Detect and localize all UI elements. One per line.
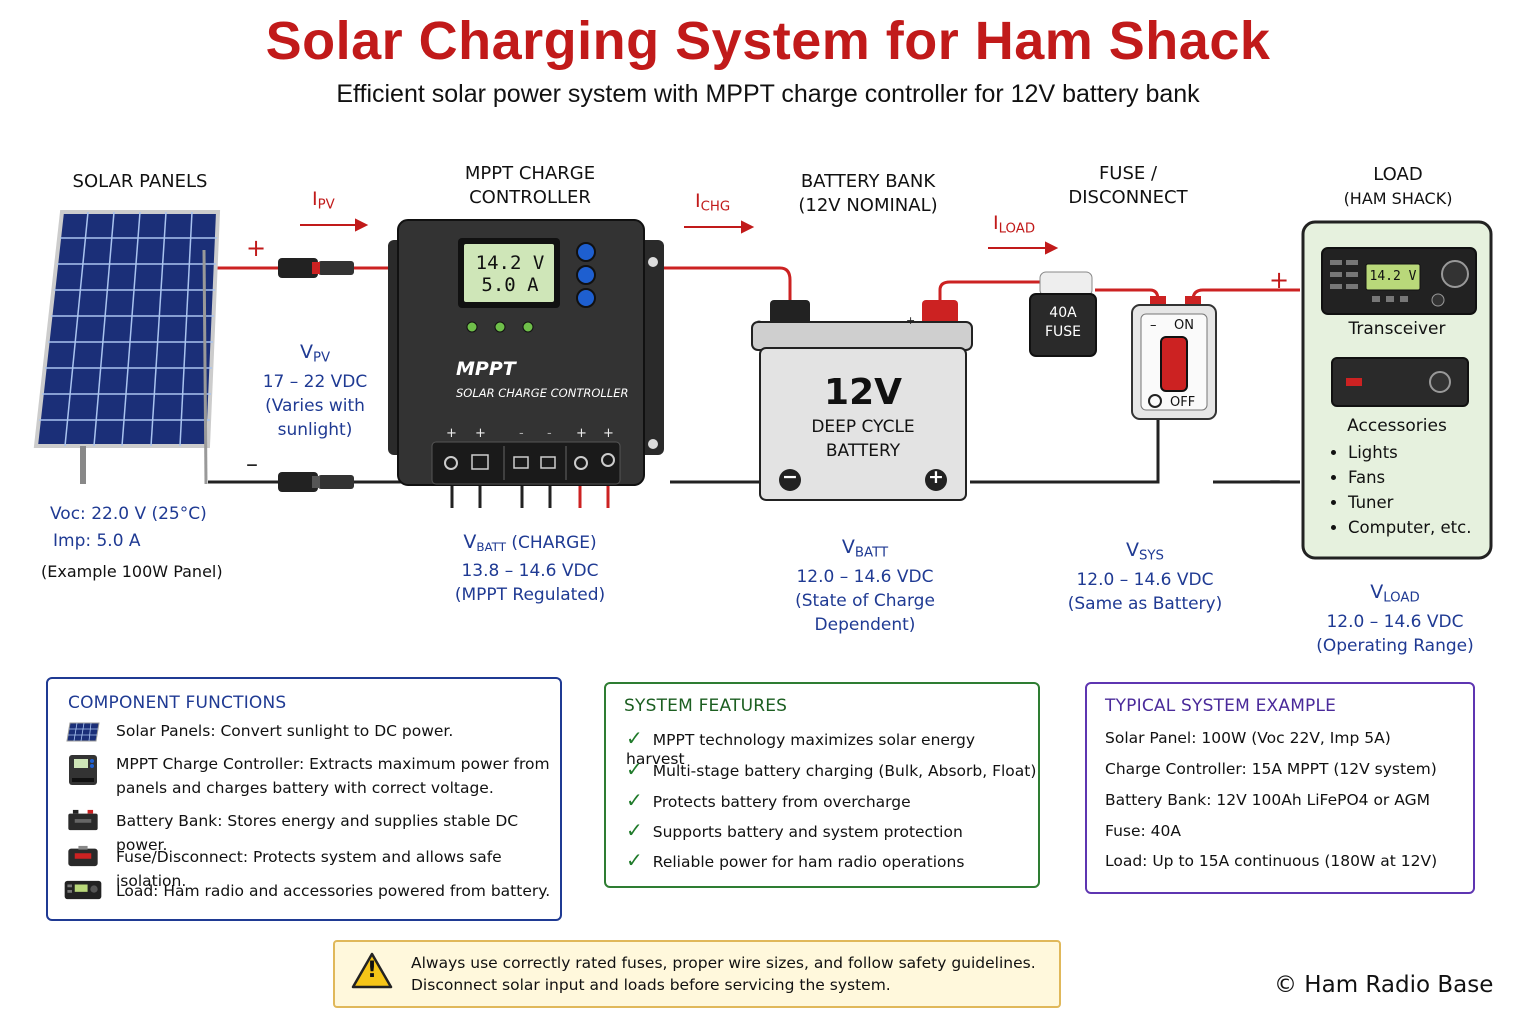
battery-bank-header: BATTERY BANK(12V NOMINAL) [798, 171, 938, 216]
page-subtitle: Efficient solar power system with MPPT c… [336, 80, 1200, 108]
copyright: © Ham Radio Base [1274, 972, 1494, 998]
solar-panels-header: SOLAR PANELS [72, 171, 208, 192]
list-item: ✓MPPT technology maximizes solar energy … [626, 726, 976, 768]
panel-plus-mark: + [246, 234, 267, 262]
page-title: Solar Charging System for Ham Shack [265, 11, 1271, 71]
battery-voltage: 12V [824, 372, 902, 413]
terminal-mark-4: - [547, 426, 552, 441]
battery-top-pos: + [906, 314, 916, 327]
mc4-connector-top [278, 258, 354, 278]
solar-panel-graphic [33, 210, 221, 485]
check-icon: ✓ [626, 726, 643, 750]
transceiver-display: 14.2 V [1369, 269, 1417, 284]
list-item: Load: Ham radio and accessories powered … [64, 879, 550, 903]
list-item: Fuse: 40A [1105, 822, 1181, 840]
charge-controller-icon [69, 755, 97, 785]
vbatt-charge-label: VBATT (CHARGE) 13.8 – 14.6 VDC(MPPT Regu… [454, 531, 606, 605]
current-load-label: ILOAD [993, 212, 1036, 237]
list-item: Battery Bank: 12V 100Ah LiFePO4 or AGM [1105, 791, 1430, 809]
check-icon: ✓ [626, 818, 643, 842]
typical-example-box: TYPICAL SYSTEM EXAMPLE Solar Panel: 100W… [1085, 682, 1475, 894]
warning-text: Always use correctly rated fuses, proper… [411, 954, 1036, 994]
component-functions-heading: COMPONENT FUNCTIONS [68, 693, 287, 713]
terminal-mark-1: + [446, 426, 457, 441]
warning-symbol: ! [366, 958, 378, 983]
battery-pos-symbol: + [928, 466, 944, 488]
current-chg-label: ICHG [695, 190, 731, 215]
terminal-mark-5: + [576, 426, 587, 441]
controller-model: SOLAR CHARGE CONTROLLER [456, 386, 629, 400]
terminal-mark-3: - [519, 426, 524, 441]
list-item: ✓Supports battery and system protection [626, 818, 963, 842]
load-minus-mark: – [1269, 466, 1281, 494]
list-item: ✓Reliable power for ham radio operations [626, 848, 965, 872]
vload-label: VLOAD 12.0 – 14.6 VDC(Operating Range) [1316, 581, 1474, 657]
negative-wires [208, 418, 1300, 508]
check-icon: ✓ [626, 757, 643, 781]
check-icon: ✓ [626, 848, 643, 872]
list-item: Battery Bank: Stores energy and supplies… [68, 809, 560, 857]
load-box-graphic [1301, 220, 1493, 560]
warning-box: ! Always use correctly rated fuses, prop… [333, 940, 1061, 1008]
list-item: Tuner [1348, 490, 1471, 515]
warning-icon [351, 952, 393, 989]
component-functions-box: COMPONENT FUNCTIONS Solar Panels: Conver… [46, 677, 562, 921]
check-icon: ✓ [626, 788, 643, 812]
load-plus-mark: + [1269, 266, 1290, 294]
list-item: Lights [1348, 440, 1471, 465]
list-item: MPPT Charge Controller: Extracts maximum… [69, 752, 550, 800]
fuse-disconnect-header: FUSE /DISCONNECT [1068, 163, 1188, 208]
list-item: Fans [1348, 465, 1471, 490]
list-item: Fuse/Disconnect: Protects system and all… [68, 845, 560, 893]
list-item: Computer, etc. [1348, 515, 1471, 540]
mc4-connector-bottom [278, 472, 354, 492]
battery-icon [68, 809, 98, 831]
transceiver-label: Transceiver [1348, 319, 1446, 339]
load-header: LOAD(HAM SHACK) [1343, 164, 1453, 208]
controller-brand: MPPT [456, 358, 516, 380]
list-item: ✓Multi-stage battery charging (Bulk, Abs… [626, 757, 1037, 781]
switch-minus-mark: – [1150, 318, 1157, 333]
system-features-heading: SYSTEM FEATURES [624, 696, 788, 716]
fuse-graphic [1029, 271, 1097, 357]
solar-panel-icon [66, 722, 100, 742]
list-item: Solar Panel: 100W (Voc 22V, Imp 5A) [1105, 729, 1391, 747]
panel-imp: Imp: 5.0 A [53, 531, 141, 551]
panel-minus-mark: – [246, 450, 258, 478]
vsys-label: VSYS 12.0 – 14.6 VDC(Same as Battery) [1067, 539, 1223, 615]
accessories-label: Accessories [1347, 416, 1447, 436]
list-item: Load: Up to 15A continuous (180W at 12V) [1105, 852, 1438, 870]
terminal-mark-2: + [475, 426, 486, 441]
list-item: ✓Protects battery from overcharge [626, 788, 911, 812]
accessories-list: Lights Fans Tuner Computer, etc. [1310, 440, 1471, 540]
battery-graphic [751, 300, 973, 501]
panel-example: (Example 100W Panel) [41, 562, 223, 581]
list-item: Charge Controller: 15A MPPT (12V system) [1105, 760, 1437, 778]
current-pv-label: IPV [312, 188, 335, 213]
terminal-mark-6: + [603, 426, 614, 441]
switch-on-label: ON [1174, 318, 1194, 333]
radio-icon [64, 880, 102, 900]
charge-controller-graphic [388, 219, 664, 486]
list-item: Solar Panels: Convert sunlight to DC pow… [66, 719, 453, 743]
switch-off-label: OFF [1170, 395, 1196, 410]
battery-top-neg: - [757, 314, 761, 327]
typical-example-heading: TYPICAL SYSTEM EXAMPLE [1105, 696, 1337, 716]
battery-neg-symbol: − [782, 466, 798, 488]
disconnect-switch-graphic [1131, 296, 1217, 420]
panel-voc: Voc: 22.0 V (25°C) [50, 504, 207, 524]
system-features-box: SYSTEM FEATURES ✓MPPT technology maximiz… [604, 682, 1040, 888]
fuse-icon [68, 845, 98, 867]
